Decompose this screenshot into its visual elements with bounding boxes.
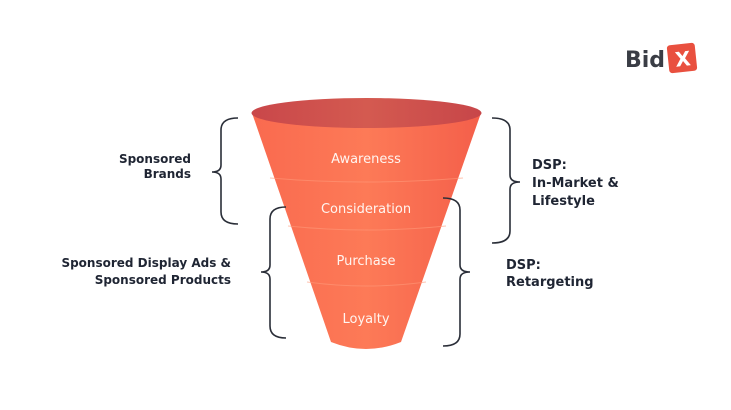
stage-loyalty: Loyalty [342,312,389,327]
logo-text: Bid [625,48,665,73]
stage-divider [287,225,447,231]
logo-mark: X [674,46,692,72]
stage-divider [269,177,464,183]
bracket-dsp-retargeting [442,197,471,347]
bracket-dsp-in-market [491,117,521,244]
bracket-sponsored-brands [211,117,239,225]
funnel-top [251,98,482,128]
funnel-body [252,113,481,349]
logo-mark-tile [666,42,698,74]
label-dsp-in-market-1: DSP: [532,158,567,173]
stage-awareness: Awareness [331,152,401,167]
stage-purchase: Purchase [336,254,395,269]
label-dsp-retargeting-2: Retargeting [506,275,594,290]
label-sponsored-brands-2: Brands [144,167,191,181]
label-dsp-in-market-2: In-Market & [532,176,619,191]
label-sponsored-display-2: Sponsored Products [95,273,231,287]
label-sponsored-display-1: Sponsored Display Ads & [61,256,231,270]
label-sponsored-brands-1: Sponsored [119,152,191,166]
stage-divider [306,281,427,287]
label-dsp-retargeting-1: DSP: [506,258,541,273]
bidx-logo: Bid X [625,42,698,74]
funnel: Awareness Consideration Purchase Loyalty [251,98,482,349]
stage-consideration: Consideration [321,202,411,217]
bracket-sponsored-display [260,206,287,339]
label-dsp-in-market-3: Lifestyle [532,194,595,209]
